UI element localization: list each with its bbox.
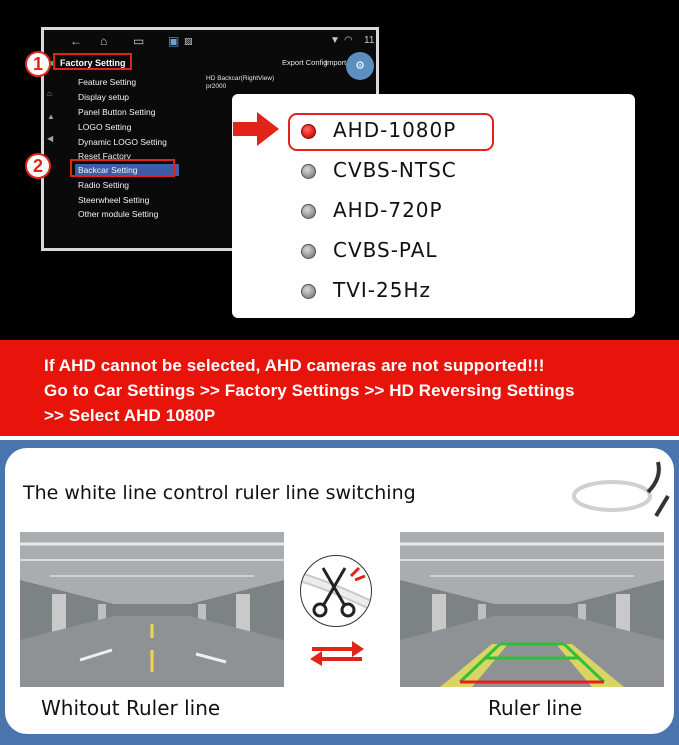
option-label: AHD-1080P (333, 118, 457, 142)
cut-wire-icon (300, 555, 372, 627)
caption-without-ruler: Whitout Ruler line (41, 696, 221, 720)
option-label: CVBS-PAL (333, 238, 438, 262)
menu-item-backcar-setting[interactable]: Backcar Setting (75, 164, 179, 176)
parking-photo-with-ruler (400, 532, 664, 687)
option-cvbs-pal[interactable]: CVBS-PAL (232, 235, 635, 271)
banner-line-3: >> Select AHD 1080P (44, 406, 216, 425)
factory-setting-header: ■ Factory Setting Export Config Import C… (44, 52, 376, 80)
menu-item-radio[interactable]: Radio Setting (78, 180, 130, 190)
bell-side-icon[interactable]: ▲ (47, 112, 55, 121)
banner-line-2: Go to Car Settings >> Factory Settings >… (44, 381, 575, 400)
caption-ruler-line: Ruler line (488, 696, 583, 720)
radio-selected-icon[interactable] (301, 124, 316, 139)
banner-line-1: If AHD cannot be selected, AHD cameras a… (44, 356, 545, 375)
menu-item-reset-factory[interactable]: Reset Factory (78, 151, 131, 161)
option-tvi-25hz[interactable]: TVI-25Hz (232, 275, 635, 311)
volume-side-icon[interactable]: ◀ (47, 134, 54, 143)
highlight-backcar-setting (70, 159, 175, 177)
parking-photo-no-ruler (20, 532, 284, 687)
home-side-icon[interactable]: ⌂ (47, 89, 52, 98)
home-icon[interactable]: ⌂ (100, 34, 108, 48)
ruler-line-section: The white line control ruler line switch… (0, 440, 679, 745)
camera-format-dialog: AHD-1080P CVBS-NTSC AHD-720P CVBS-PAL TV… (232, 94, 635, 318)
menu-item-panel-button[interactable]: Panel Button Setting (78, 107, 156, 117)
pointer-arrow-icon (233, 112, 279, 146)
menu-item-other-module[interactable]: Other module Setting (78, 209, 159, 219)
ruler-title: The white line control ruler line switch… (23, 482, 416, 504)
radio-icon[interactable] (301, 284, 316, 299)
highlight-selected-option (288, 113, 494, 151)
option-label: AHD-720P (333, 198, 443, 222)
menu-item-steerwheel[interactable]: Steerwheel Setting (78, 195, 150, 205)
option-ahd-720p[interactable]: AHD-720P (232, 195, 635, 231)
menu-item-feature-setting[interactable]: Feature Setting (78, 77, 137, 87)
settings-panel-section: ← ⌂ ▭ ▣ ▨ ▼ ◠ 11 ■ Factory Setting Expor… (0, 0, 679, 340)
option-label: CVBS-NTSC (333, 158, 457, 182)
detail-title: HD Backcar(RightView) (206, 75, 275, 82)
back-icon[interactable]: ← (70, 34, 82, 48)
clock-icon: 11 (364, 35, 375, 46)
radio-icon[interactable] (301, 244, 316, 259)
recent-apps-icon[interactable]: ▭ (133, 34, 145, 48)
white-wire-icon (572, 461, 670, 518)
menu-item-display-setup[interactable]: Display setup (78, 92, 130, 102)
option-label: TVI-25Hz (333, 278, 431, 302)
highlight-factory-setting (53, 53, 132, 70)
switch-arrows-icon (310, 641, 364, 666)
menu-item-dynamic-logo[interactable]: Dynamic LOGO Setting (78, 137, 167, 147)
option-ahd-1080p[interactable]: AHD-1080P (232, 115, 635, 151)
menu-item-logo[interactable]: LOGO Setting (78, 122, 132, 132)
wifi-icon: ◠ (344, 35, 353, 46)
android-status-bar: ← ⌂ ▭ ▣ ▨ ▼ ◠ 11 (44, 30, 376, 54)
gallery-icon[interactable]: ▨ (184, 36, 193, 46)
lock-icon: ■ (50, 58, 56, 68)
ahd-warning-banner: If AHD cannot be selected, AHD cameras a… (0, 340, 679, 436)
settings-bubble-icon[interactable]: ⚙ (346, 52, 374, 80)
location-icon: ▼ (330, 35, 340, 46)
option-cvbs-ntsc[interactable]: CVBS-NTSC (232, 155, 635, 191)
step-1-badge: 1 (25, 51, 51, 77)
detail-subtitle: pr2000 (206, 83, 227, 90)
export-config-link[interactable]: Export Config (282, 58, 328, 67)
factory-setting-title: Factory Setting (60, 58, 126, 68)
app-icon[interactable]: ▣ (168, 34, 180, 48)
radio-icon[interactable] (301, 164, 316, 179)
step-2-badge: 2 (25, 153, 51, 179)
radio-icon[interactable] (301, 204, 316, 219)
ruler-info-card: The white line control ruler line switch… (5, 448, 674, 734)
